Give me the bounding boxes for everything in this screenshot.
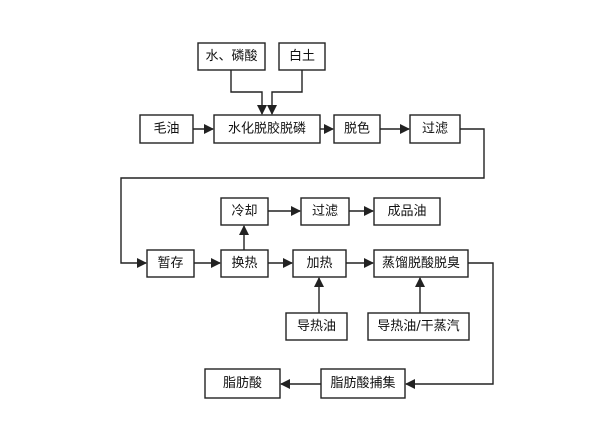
arrow-filter-to-storage <box>120 128 485 268</box>
node-distillation-deacid-deodorize: 蒸馏脱酸脱臭 <box>373 249 469 278</box>
node-label: 蒸馏脱酸脱臭 <box>382 256 460 271</box>
node-heat-exchange: 换热 <box>220 249 269 278</box>
node-filter-2: 过滤 <box>300 197 350 226</box>
node-heat-transfer-oil-dry-steam: 导热油/干蒸汽 <box>367 312 470 341</box>
node-label: 过滤 <box>312 204 338 219</box>
node-finished-oil: 成品油 <box>373 197 441 226</box>
node-label: 导热油 <box>297 319 336 334</box>
arrow-white-clay-to-degum <box>267 70 303 115</box>
node-heat-transfer-oil: 导热油 <box>285 312 348 341</box>
node-crude-oil: 毛油 <box>139 114 194 144</box>
node-label: 暂存 <box>157 256 183 271</box>
node-label: 冷却 <box>231 204 257 219</box>
node-label: 脂肪酸 <box>223 375 262 391</box>
node-temporary-storage: 暂存 <box>146 249 195 278</box>
node-fatty-acid: 脂肪酸 <box>204 368 281 399</box>
node-cooling: 冷却 <box>220 197 269 226</box>
node-label: 过滤 <box>422 122 448 137</box>
node-label: 脱色 <box>344 121 370 137</box>
node-label: 导热油/干蒸汽 <box>377 319 459 334</box>
node-hydration-degumming-dephosphorization: 水化脱胶脱磷 <box>213 114 321 144</box>
node-label: 水化脱胶脱磷 <box>228 121 306 137</box>
node-label: 加热 <box>306 256 332 271</box>
arrow-water-acid-to-degum <box>230 70 267 115</box>
node-filter-1: 过滤 <box>409 114 461 144</box>
node-white-clay: 白土 <box>278 42 326 71</box>
node-label: 换热 <box>231 256 257 271</box>
node-label: 毛油 <box>153 122 179 137</box>
node-fatty-acid-capture: 脂肪酸捕集 <box>320 368 406 399</box>
node-label: 脂肪酸捕集 <box>330 375 395 391</box>
node-water-phosphoric-acid: 水、磷酸 <box>197 42 266 71</box>
node-decolorize: 脱色 <box>333 114 381 144</box>
node-label: 白土 <box>289 48 315 64</box>
node-label: 成品油 <box>387 204 426 219</box>
arrow-distillation-to-fatty-acid-capture <box>405 262 494 389</box>
node-label: 水、磷酸 <box>205 49 257 64</box>
node-heating: 加热 <box>292 249 347 278</box>
